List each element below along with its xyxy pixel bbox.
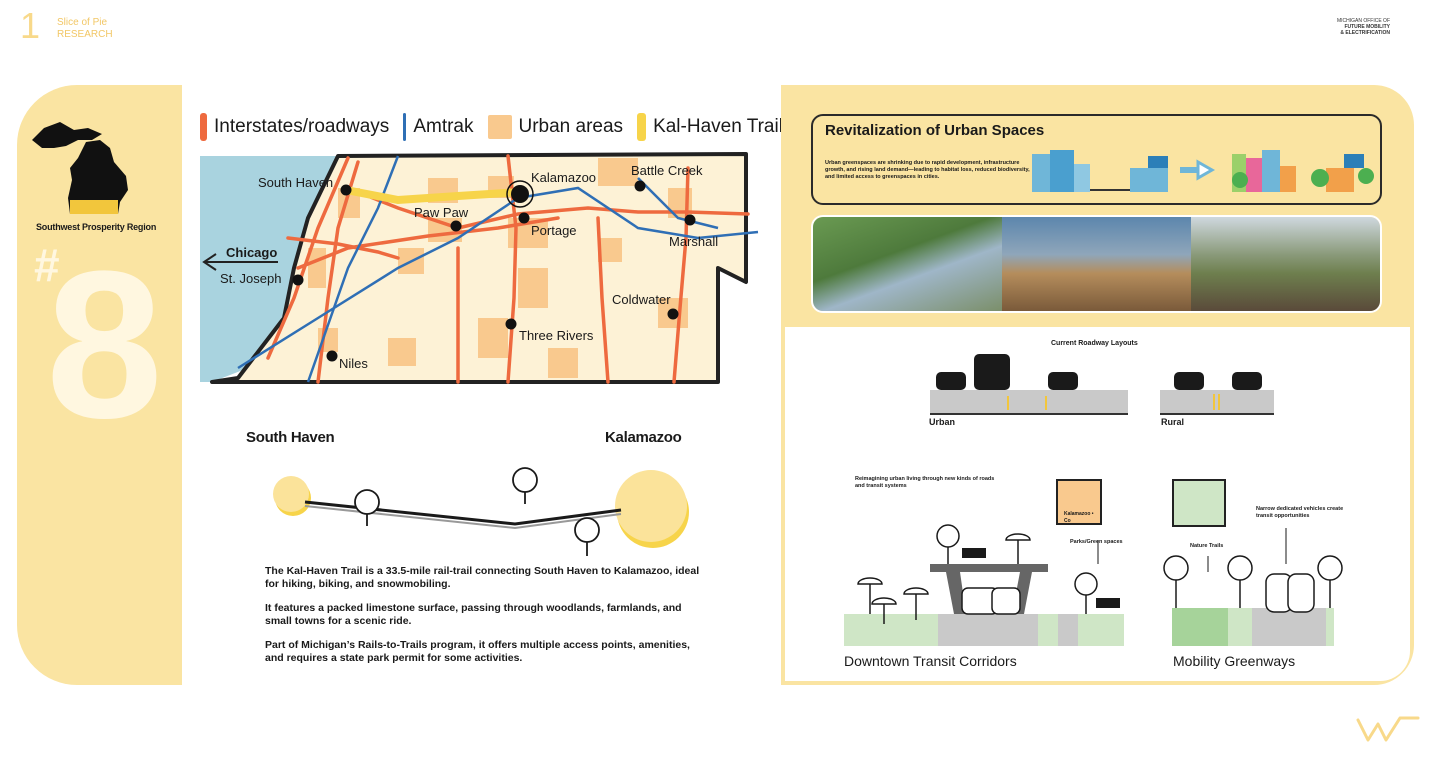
urban-photos	[811, 215, 1382, 313]
photo-rail-trail	[1191, 217, 1380, 311]
city-dot-portage	[518, 212, 530, 224]
legend-roads-label: Interstates/roadways	[214, 116, 390, 137]
roadway-title: Current Roadway Layouts	[1051, 340, 1138, 347]
legend-amtrak-label: Amtrak	[413, 116, 474, 137]
city-chicago: Chicago	[226, 245, 278, 260]
region-hash: #	[34, 239, 60, 291]
downtown-corridors-title: Downtown Transit Corridors	[844, 653, 1017, 669]
parks-label: Parks/Green spaces	[1070, 539, 1123, 545]
legend-trail: Kal-Haven Trail	[637, 113, 783, 141]
photo-elevated-park	[813, 217, 1002, 311]
city-dot-paw-paw	[450, 220, 462, 232]
city-three-rivers: Three Rivers	[519, 328, 594, 343]
brand-line-1: Slice of Pie	[57, 17, 108, 28]
photo-pedestrian-bridge	[1002, 217, 1191, 311]
city-coldwater: Coldwater	[612, 292, 671, 307]
city-marshall: Marshall	[669, 234, 719, 249]
profile-start-label: South Haven	[246, 429, 335, 446]
legend-trail-label: Kal-Haven Trail	[653, 116, 783, 137]
narrow-vehicles-label: Narrow dedicated vehicles create transit…	[1256, 506, 1344, 519]
city-dot-battle-creek	[634, 180, 646, 192]
urban-swatch	[487, 115, 512, 139]
inset-label: Kalamazoo • Co	[1064, 511, 1094, 524]
greenspace-illustration	[1032, 150, 1374, 192]
city-dot-marshall	[684, 214, 696, 226]
reimagine-caption: Reimagining urban living through new kin…	[855, 476, 995, 489]
nature-trails-label: Nature Trails	[1190, 543, 1224, 549]
trail-description: The Kal-Haven Trail is a 33.5-mile rail-…	[265, 565, 705, 676]
city-south-haven: South Haven	[258, 175, 334, 190]
city-dot-kalamazoo	[511, 185, 529, 203]
description-p3: Part of Michigan’s Rails-to-Trails progr…	[265, 639, 690, 664]
city-portage: Portage	[531, 223, 577, 238]
region-number: 8	[46, 227, 163, 462]
footer-logo-icon	[1356, 716, 1420, 742]
greenway-inset-image	[1172, 479, 1226, 527]
roadway-diagram	[930, 354, 1274, 415]
corridor-inset-image: Kalamazoo • Co	[1056, 479, 1102, 525]
city-dot-niles	[326, 350, 338, 362]
region-map	[200, 152, 759, 384]
city-dot-coldwater	[667, 308, 679, 320]
org-line-1: MICHIGAN OFFICE OF	[1336, 18, 1390, 24]
legend-urban-label: Urban areas	[518, 116, 624, 137]
city-niles: Niles	[339, 356, 368, 371]
corridor-illustrations	[844, 524, 1343, 646]
legend-amtrak: Amtrak	[403, 113, 474, 141]
org-logo: MICHIGAN OFFICE OF FUTURE MOBILITY & ELE…	[1310, 18, 1390, 36]
profile-end-label: Kalamazoo	[605, 429, 682, 446]
city-paw-paw: Paw Paw	[414, 205, 469, 220]
org-line-3: & ELECTRIFICATION	[1340, 30, 1390, 36]
brand: Slice of Pie RESEARCH	[57, 17, 113, 41]
brand-line-2: RESEARCH	[57, 29, 113, 40]
city-dot-st-joseph	[292, 274, 304, 286]
revitalization-box	[811, 114, 1382, 205]
tree-icon	[354, 467, 600, 556]
org-line-2: FUTURE MOBILITY	[1344, 24, 1390, 30]
trail-swatch	[637, 113, 647, 141]
rural-road-label: Rural	[1161, 417, 1185, 427]
mobility-greenways-title: Mobility Greenways	[1173, 653, 1296, 669]
city-dot-south-haven	[340, 184, 352, 196]
description-p2: It features a packed limestone surface, …	[265, 602, 682, 627]
legend-urban: Urban areas	[487, 115, 624, 139]
michigan-map-icon	[32, 122, 128, 214]
revitalization-title: Revitalization of Urban Spaces	[825, 122, 1045, 139]
city-st-joseph: St. Joseph	[220, 271, 282, 286]
region-name: Southwest Prosperity Region	[36, 222, 157, 232]
trail-elevation-profile	[273, 467, 689, 556]
city-kalamazoo: Kalamazoo	[531, 170, 597, 185]
revitalization-text: Urban greenspaces are shrinking due to r…	[825, 160, 1030, 180]
legend-roads: Interstates/roadways	[200, 113, 389, 141]
map-legend: Interstates/roadways Amtrak Urban areas …	[200, 112, 797, 142]
urban-road-label: Urban	[929, 417, 956, 427]
city-battle-creek: Battle Creek	[631, 163, 703, 178]
page-number: 1	[20, 5, 41, 46]
amtrak-swatch	[403, 113, 407, 141]
city-dot-three-rivers	[505, 318, 517, 330]
road-swatch	[200, 113, 207, 141]
description-p1: The Kal-Haven Trail is a 33.5-mile rail-…	[265, 565, 700, 590]
